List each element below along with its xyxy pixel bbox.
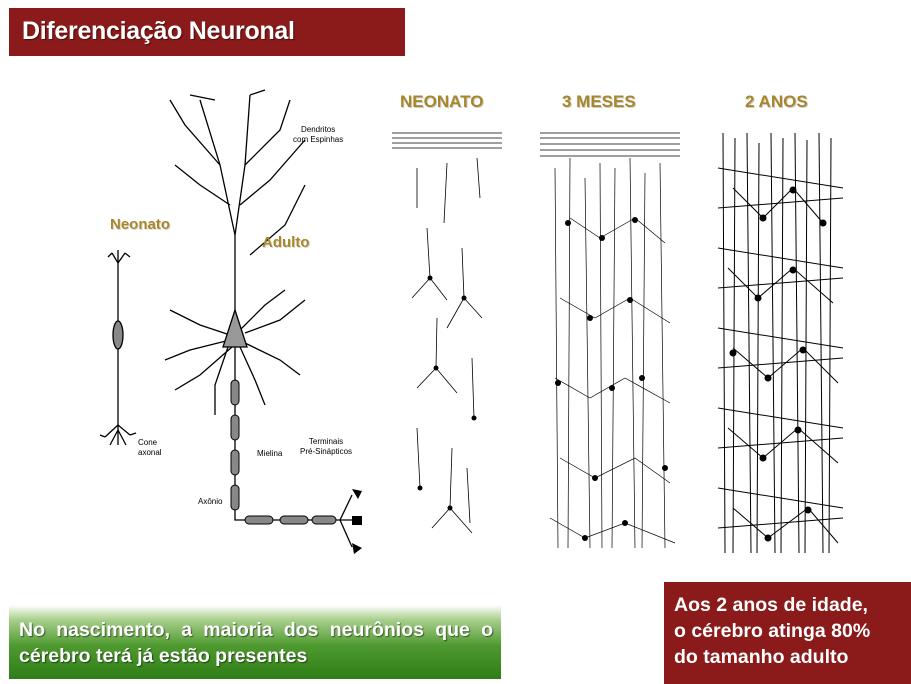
cortex-2-anos-panel [713, 128, 848, 558]
neuron-illustration [90, 85, 370, 575]
neonato-label: Neonato [110, 216, 170, 233]
axonio-label: Axônio [198, 497, 222, 507]
birth-note: No nascimento, a maioria dos neurônios q… [9, 605, 501, 679]
two-years-note-line-2: o cérebro atinga 80% [674, 618, 911, 644]
mielina-label: Mielina [257, 449, 282, 459]
stage-label-2-anos: 2 ANOS [745, 92, 808, 112]
page-title: Diferenciação Neuronal [9, 8, 405, 56]
cortex-neonato-panel [392, 128, 502, 543]
two-years-note-line-3: do tamanho adulto [674, 644, 911, 670]
stage-label-neonato: NEONATO [400, 92, 483, 112]
terminais-label: Terminais Pré-Sinápticos [300, 437, 352, 457]
cone-axonal-label: Cone axonal [138, 438, 162, 458]
dendritos-label: Dendritos com Espinhas [293, 125, 343, 145]
stage-label-3-meses: 3 MESES [562, 92, 636, 112]
two-years-note: Aos 2 anos de idade, o cérebro atinga 80… [664, 582, 911, 684]
cortex-3-meses-panel [540, 128, 680, 563]
neuron-diagram: Neonato Adulto Dendritos com Espinhas Co… [90, 85, 370, 575]
two-years-note-line-1: Aos 2 anos de idade, [674, 592, 911, 618]
adulto-label: Adulto [262, 234, 309, 251]
